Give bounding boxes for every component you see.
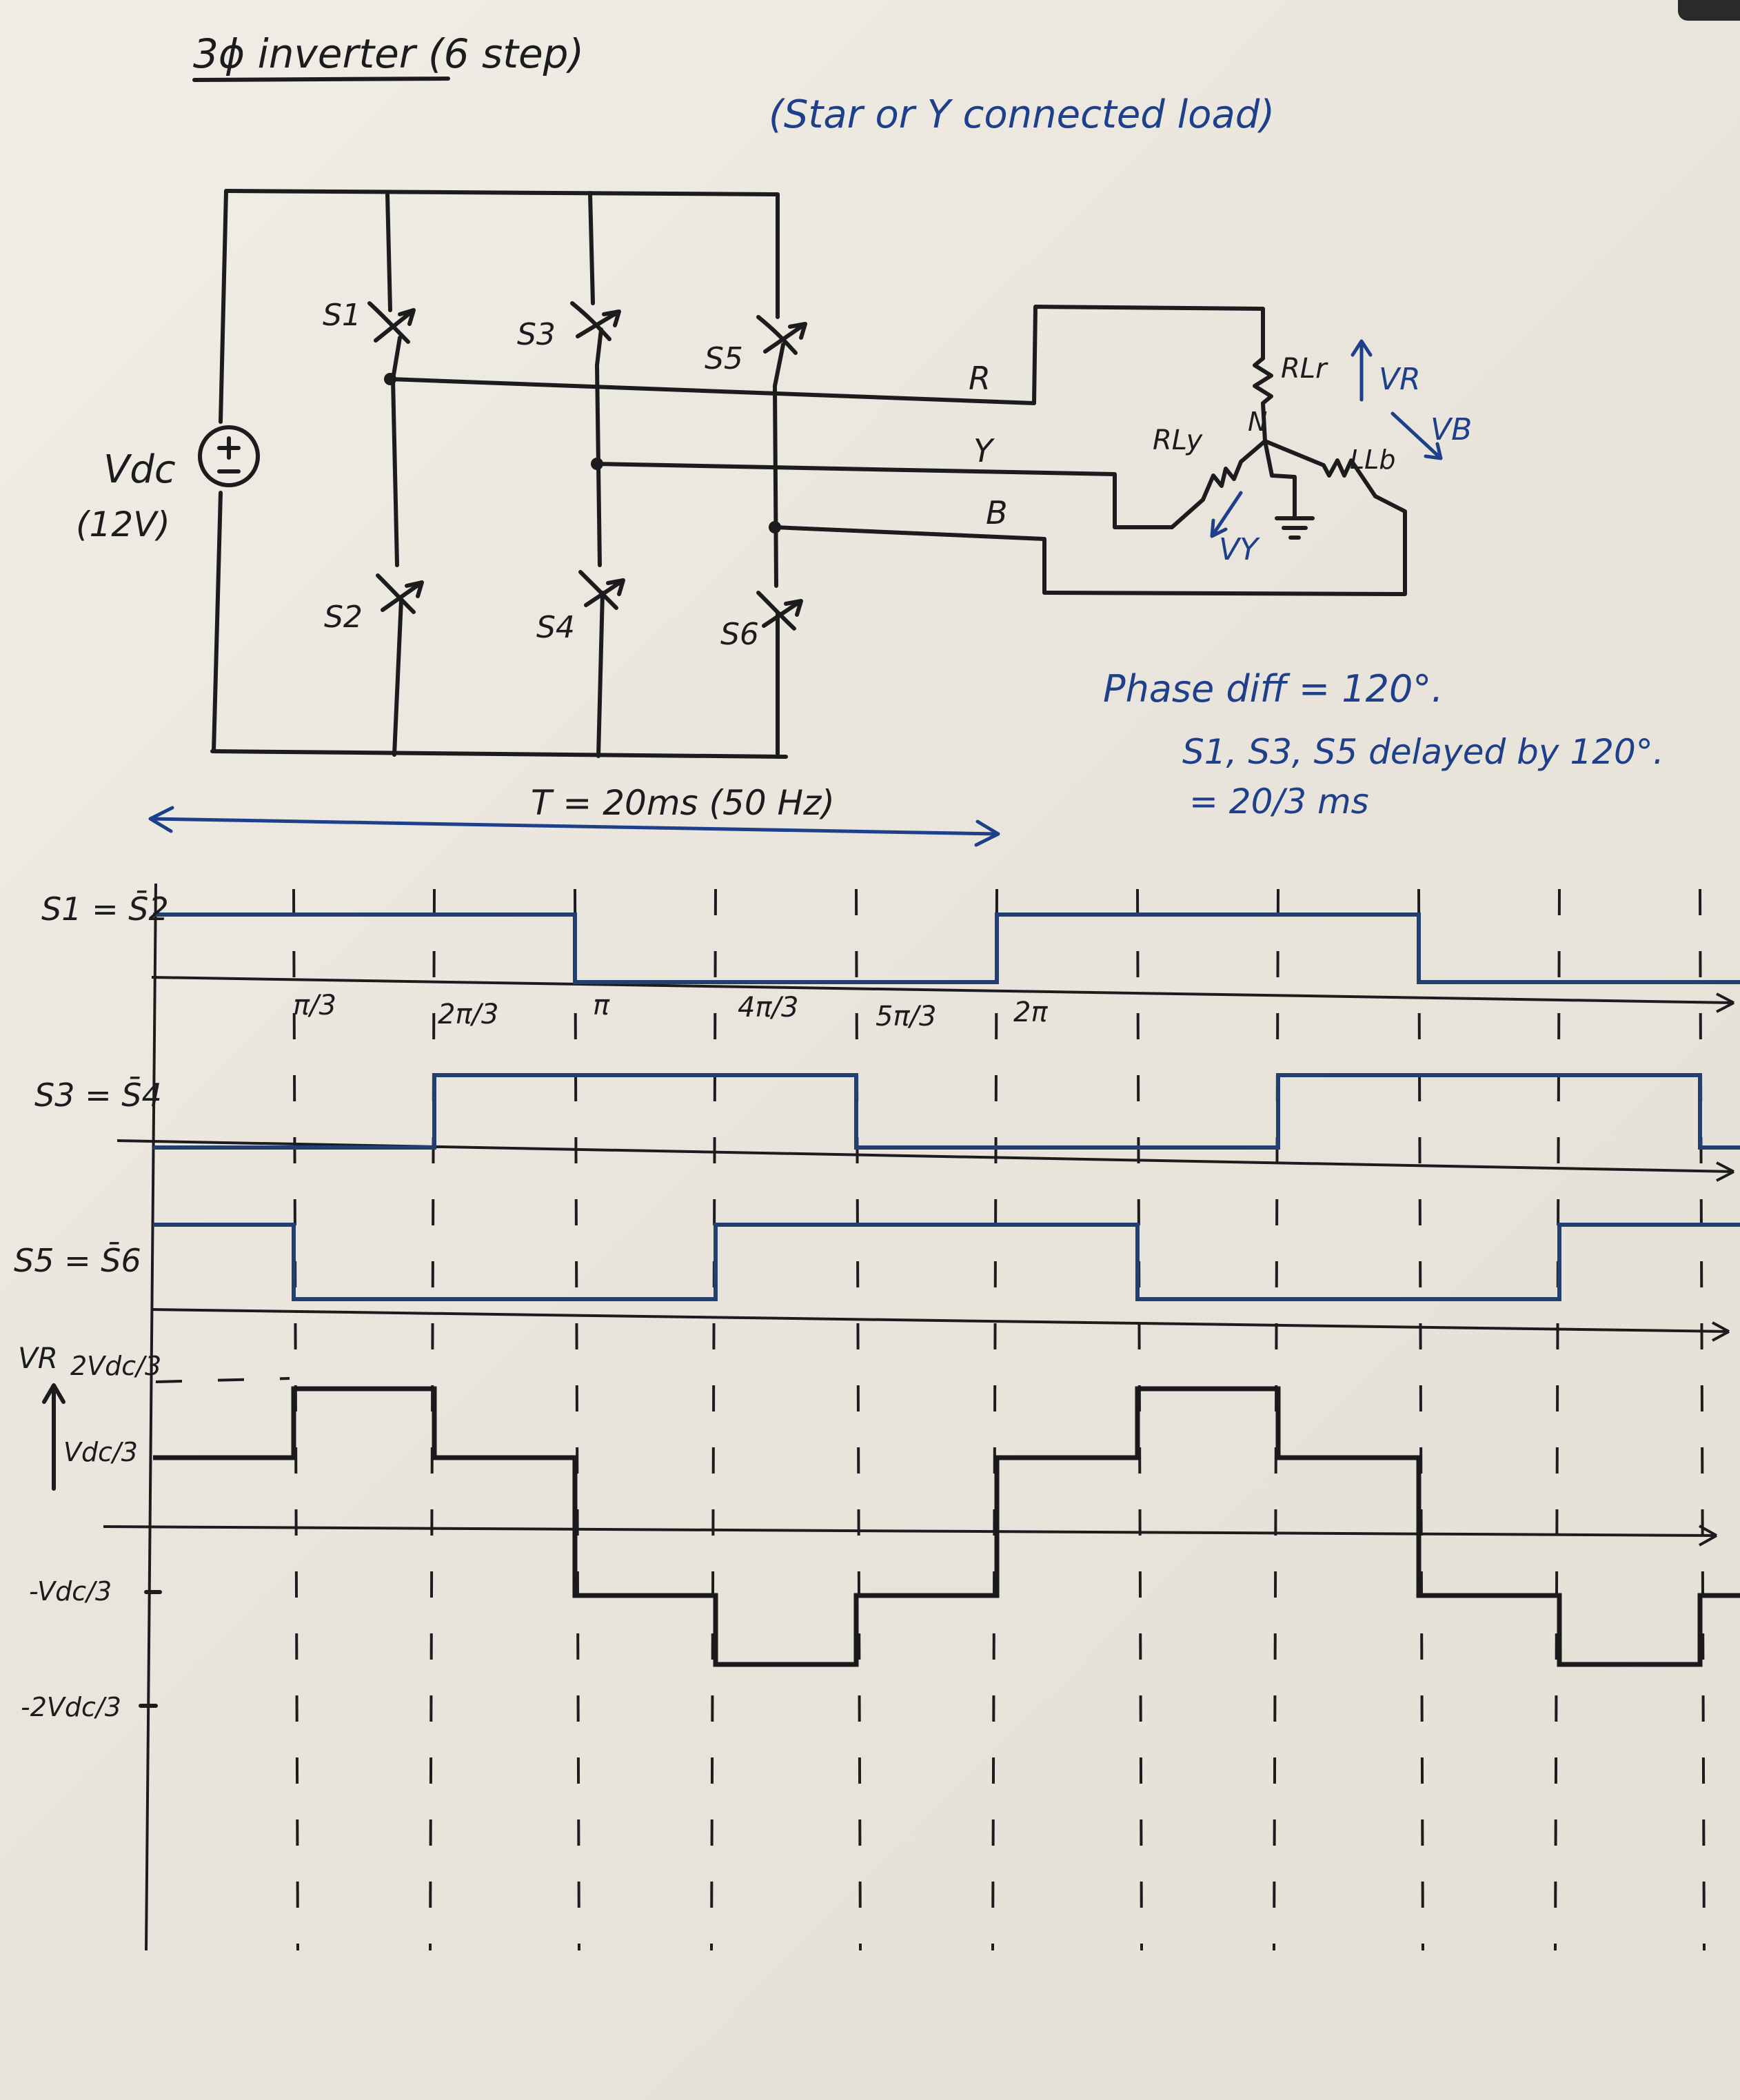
ground-wire (1263, 439, 1297, 519)
switch-icon-s2 (376, 573, 424, 614)
switch-icon-s6 (756, 591, 803, 631)
line-label-r: R (969, 360, 991, 397)
level-neg-2vdc3: -2Vdc/3 (21, 1692, 121, 1722)
tick-5pi-3: 5π/3 (876, 1001, 936, 1032)
load-vb: VB (1430, 412, 1472, 447)
node-r (384, 373, 396, 385)
subtitle: (Star or Y connected load) (769, 92, 1275, 137)
label-s5: S5 = S̄6 (14, 1242, 141, 1279)
top-rail (224, 189, 780, 196)
node-b (769, 521, 781, 533)
line-label-b: B (986, 494, 1008, 531)
waveform-series-4 (153, 1386, 1740, 1667)
load-vr: VR (1379, 362, 1421, 397)
guide-line (710, 888, 717, 1951)
plus-icon (217, 436, 241, 460)
guide-line (429, 888, 436, 1951)
guide-line (1273, 888, 1279, 1951)
waveform-series-2 (153, 1073, 1740, 1150)
switch-icon-s3 (570, 301, 621, 341)
title-underline (192, 77, 450, 82)
line-r-wire (388, 305, 1265, 405)
tick-2pi: 2π (1013, 997, 1048, 1028)
label-s1: S1 = S̄2 (41, 890, 169, 928)
resistor-r-icon (1253, 356, 1273, 443)
waveform-series-3 (153, 1223, 1740, 1301)
switch-icon-s4 (578, 570, 625, 610)
label-s3: S3 = S̄4 (34, 1077, 162, 1114)
switch-icon-s5 (756, 315, 807, 355)
source-wire (212, 189, 228, 753)
load-r-resistor: RLr (1281, 353, 1328, 385)
period-arrow (148, 806, 1000, 847)
tick-pi-3: π/3 (293, 990, 336, 1021)
waveforms (153, 913, 1740, 1667)
resistor-y-icon (1201, 439, 1267, 502)
period-label: T = 20ms (50 Hz) (531, 783, 835, 823)
guide-line (292, 888, 299, 1951)
vb-arrow-icon (1390, 411, 1443, 460)
load-y-resistor: RLy (1153, 425, 1204, 456)
source-label: Vdc (103, 447, 176, 492)
waveform-vertical-axis (145, 883, 157, 1951)
load-vy: VY (1219, 532, 1260, 567)
leg-b (773, 192, 785, 759)
waveform-series-1 (153, 913, 1740, 984)
switch-label-s5: S5 (705, 341, 743, 376)
title: 3ϕ inverter (6 step) (193, 30, 584, 77)
line-y-wire (595, 462, 1205, 529)
note-delay-value: = 20/3 ms (1189, 782, 1369, 822)
vr-level-dash (155, 1377, 290, 1383)
guide-line (1417, 888, 1424, 1951)
switch-label-s4: S4 (536, 610, 575, 645)
dc-source-symbol (198, 425, 260, 487)
tick-4pi-3: 4π/3 (738, 992, 798, 1023)
label-vr: VR (18, 1341, 58, 1375)
note-delay: S1, S3, S5 delayed by 120°. (1182, 732, 1664, 772)
ground-icon (1275, 516, 1315, 540)
tick-2pi-3: 2π/3 (438, 999, 498, 1030)
load-neutral: N (1248, 407, 1267, 437)
level-neg-vdc3: -Vdc/3 (29, 1576, 112, 1607)
leg-y (588, 191, 605, 758)
guide-line (1136, 888, 1143, 1951)
switch-label-s1: S1 (323, 298, 361, 333)
board-frame-corner (1678, 0, 1740, 21)
guide-line (855, 888, 862, 1951)
switch-label-s6: S6 (720, 617, 759, 652)
axis-s5 (151, 1308, 1730, 1342)
switch-icon-s1 (367, 301, 416, 344)
tick-pi: π (593, 990, 610, 1021)
line-label-y: Y (973, 432, 995, 469)
load-b-resistor: LLb (1350, 445, 1395, 475)
vy-arrow-icon (1210, 491, 1243, 538)
switch-label-s2: S2 (324, 600, 363, 635)
axis-vr (103, 1525, 1717, 1547)
vr-arrow-icon (1350, 339, 1373, 402)
bottom-rail (210, 749, 788, 759)
guide-line (1554, 888, 1561, 1951)
guide-line (991, 888, 998, 1951)
note-phase-diff: Phase diff = 120°. (1103, 667, 1443, 711)
guide-line (574, 888, 580, 1951)
period-guides (292, 888, 1706, 1951)
source-value: (12V) (76, 504, 170, 544)
resistor-b-icon (1263, 439, 1377, 498)
leg-r (385, 192, 403, 757)
vr-up-arrow-icon (42, 1383, 65, 1491)
line-b-wire (773, 494, 1407, 596)
vr-level-ticks (139, 1590, 162, 1708)
guide-line (1699, 888, 1706, 1951)
inverter-circuit: Vdc (12V) S1 S3 S5 S2 S4 S6 R Y B N RLr … (76, 189, 1472, 759)
node-y (591, 458, 603, 470)
level-2vdc3: 2Vdc/3 (70, 1351, 161, 1381)
level-vdc3: Vdc/3 (63, 1437, 138, 1467)
switch-label-s3: S3 (517, 317, 556, 352)
axis-s1 (151, 976, 1734, 1013)
